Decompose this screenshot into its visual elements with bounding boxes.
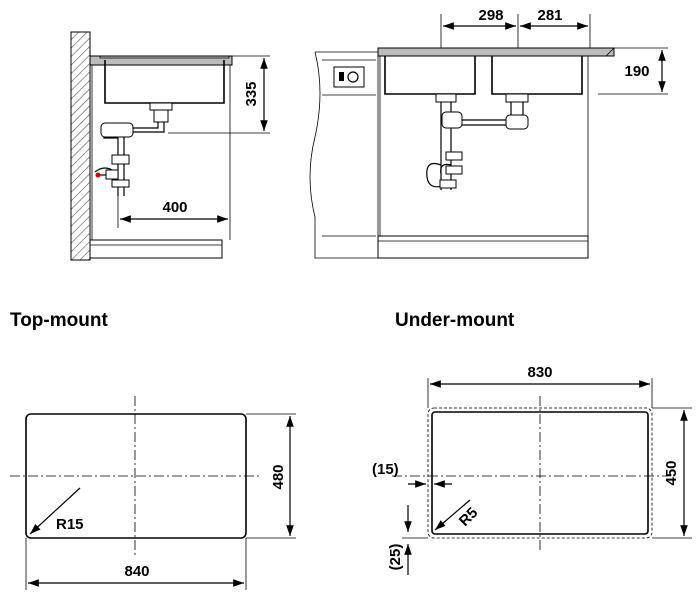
- heading-under-mount: Under-mount: [395, 310, 515, 331]
- drain-siphon-left: [94, 102, 173, 196]
- top-mount-cutout: R15 480 840: [10, 396, 296, 590]
- dim-400: 400: [162, 199, 187, 216]
- wall-hatch: [70, 31, 91, 261]
- dim-335: 335: [243, 81, 260, 106]
- drain-siphon-right: [426, 93, 529, 190]
- dim-190: 190: [624, 63, 649, 80]
- label-offset-15: (15): [372, 461, 399, 478]
- sink-bowl: [104, 60, 225, 104]
- label-offset-25: (25): [387, 544, 404, 571]
- dim-450: 450: [663, 460, 680, 485]
- countertop-right: [377, 47, 615, 57]
- dim-840: 840: [124, 563, 149, 580]
- plinth: [89, 239, 223, 259]
- bowl-right: [491, 56, 583, 95]
- cabinet: [91, 65, 231, 240]
- bowl-left: [384, 56, 476, 95]
- front-section-drawing-right: 298 281 190: [309, 7, 668, 259]
- dim-480: 480: [270, 464, 287, 489]
- under-mount-cutout: 830 450 R5 (15) (25): [372, 364, 692, 575]
- side-section-drawing-left: 335 400: [70, 31, 270, 261]
- dim-298: 298: [478, 7, 503, 24]
- label-r5: R5: [456, 504, 482, 530]
- plinth-right: [377, 235, 589, 259]
- countertop: [89, 55, 233, 66]
- heading-top-mount: Top-mount: [10, 310, 108, 331]
- cutout-outline-outer: [427, 407, 653, 539]
- dim-281: 281: [537, 7, 562, 24]
- dim-830: 830: [527, 364, 552, 381]
- label-r15: R15: [56, 516, 84, 533]
- cutout-outline-inner: [431, 411, 649, 535]
